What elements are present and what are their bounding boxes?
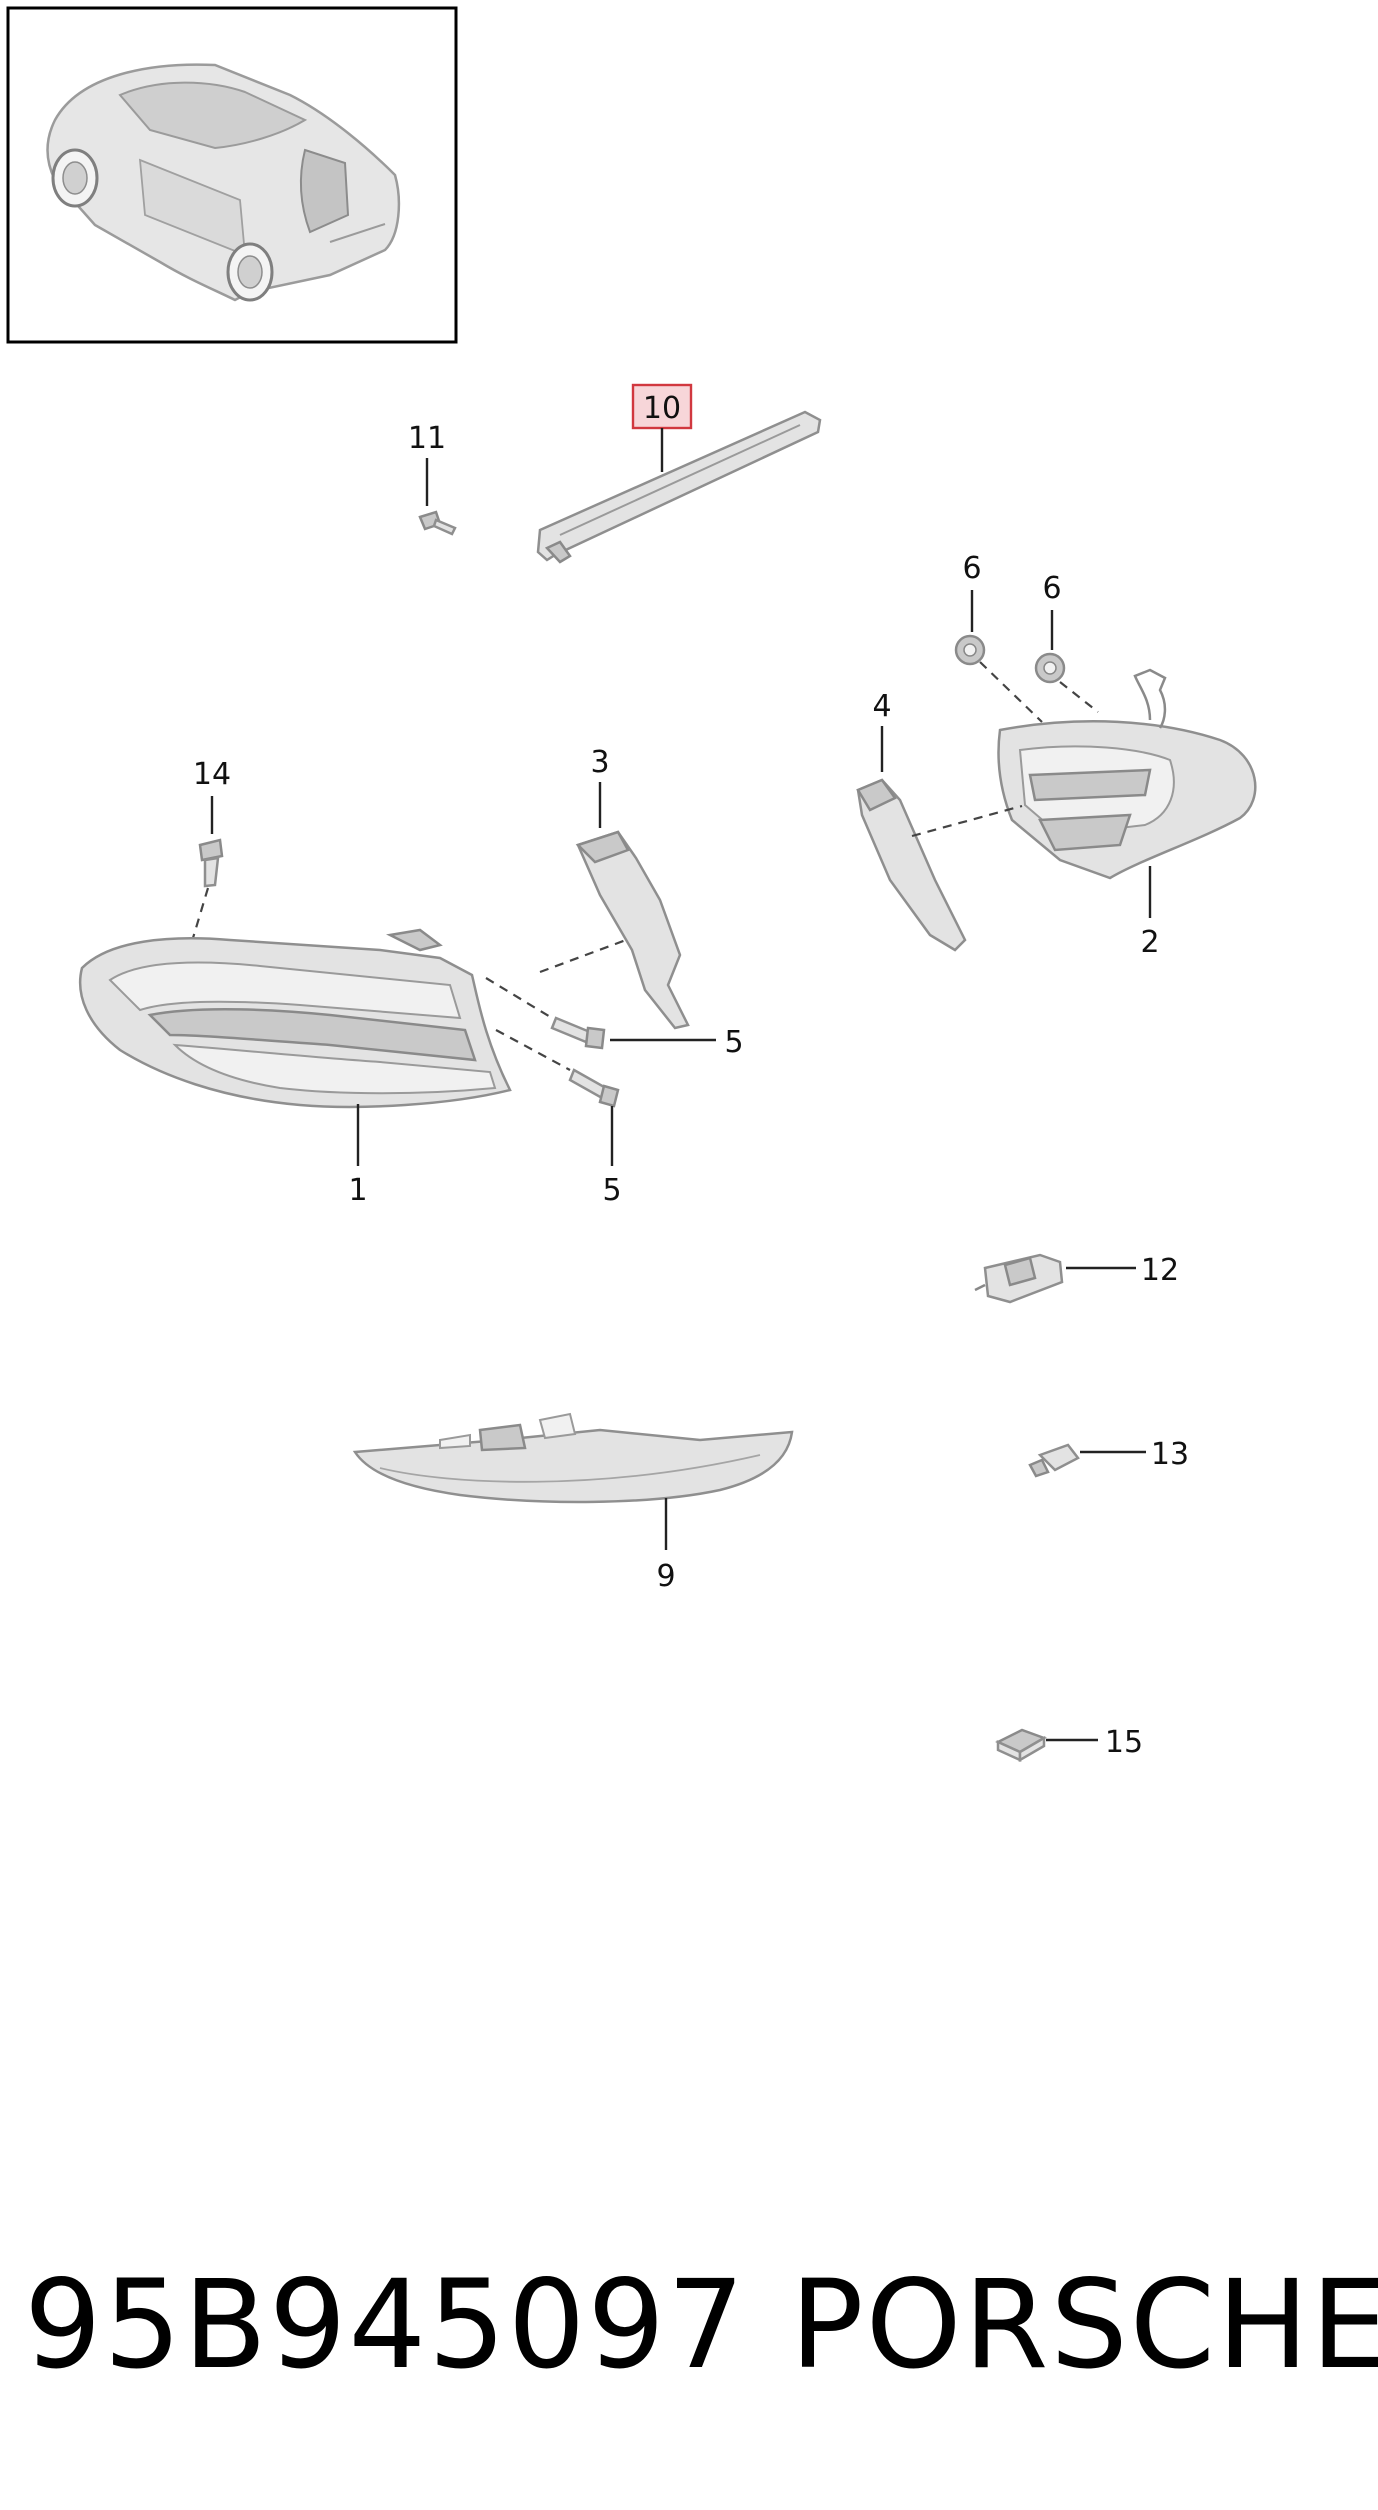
callout-12-label: 12 — [1141, 1253, 1179, 1288]
vehicle-overview-thumbnail — [6, 6, 458, 344]
callout-11-label: 11 — [408, 421, 446, 456]
callout-10-label: 10 — [643, 391, 681, 426]
part-5-screw-upper[interactable] — [550, 1016, 606, 1050]
callout-4-label: 4 — [872, 689, 891, 724]
callout-5a-label: 5 — [724, 1025, 743, 1060]
part-9-reflector[interactable] — [352, 1412, 794, 1504]
callout-10-highlight — [631, 383, 693, 430]
part-15-clip[interactable] — [995, 1728, 1047, 1763]
callout-13-label: 13 — [1151, 1437, 1189, 1472]
part-5-screw-lower[interactable] — [568, 1068, 620, 1108]
parts-diagram: 10 11 6 6 2 4 14 — [6, 6, 1257, 1763]
part-1-tail-lamp-outer[interactable] — [78, 928, 512, 1109]
brand-name-text: PORSCHE — [790, 2254, 1378, 2396]
callout-15-label: 15 — [1105, 1725, 1143, 1760]
callout-5b-label: 5 — [602, 1173, 621, 1208]
callout-2-label: 2 — [1140, 925, 1159, 960]
part-6-nut-left[interactable] — [954, 634, 986, 666]
callout-6a-label: 6 — [962, 551, 981, 586]
part-12-bulb-holder[interactable] — [974, 1253, 1064, 1304]
part-number-text: 95B945097 — [24, 2254, 747, 2396]
part-3-gasket-outer[interactable] — [575, 830, 690, 1030]
part-11-screw[interactable] — [418, 510, 457, 536]
part-14-screw[interactable] — [198, 838, 224, 888]
suv-car-image — [46, 63, 401, 302]
callout-3-label: 3 — [590, 745, 609, 780]
part-13-bulb[interactable] — [1028, 1443, 1080, 1478]
callout-14-label: 14 — [193, 757, 231, 792]
part-10-third-brake-light[interactable] — [536, 410, 822, 564]
part-4-gasket-inner[interactable] — [856, 778, 967, 952]
part-2-tail-lamp-inner[interactable] — [997, 668, 1257, 880]
part-6-nut-right[interactable] — [1034, 652, 1066, 684]
callout-6b-label: 6 — [1042, 571, 1061, 606]
callout-9-label: 9 — [656, 1559, 675, 1594]
footer-caption: 95B945097 PORSCHE — [0, 2240, 1378, 2410]
callout-1-label: 1 — [348, 1173, 367, 1208]
